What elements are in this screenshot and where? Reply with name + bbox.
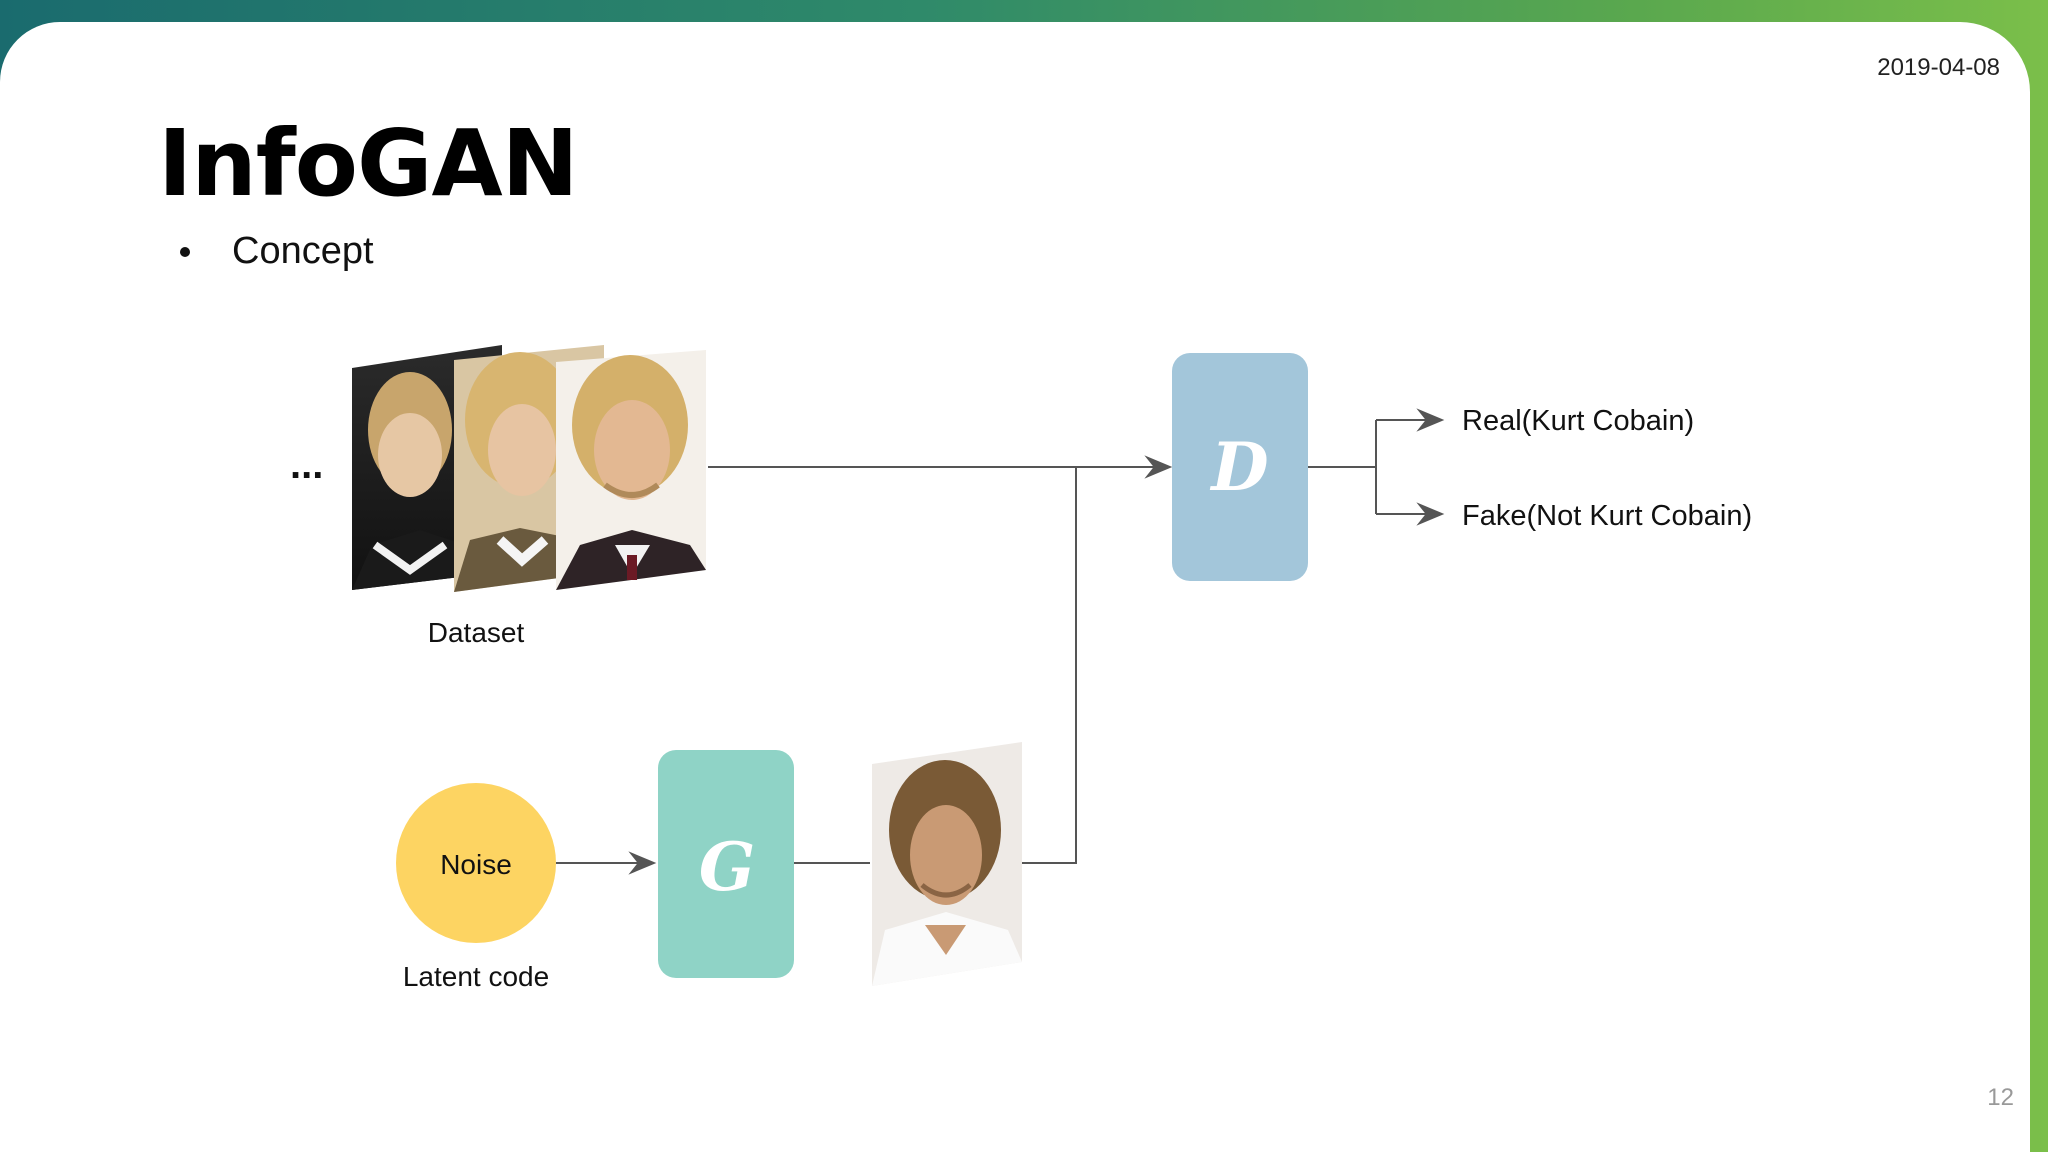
latent-code-label: Latent code: [403, 961, 549, 992]
dataset-label: Dataset: [428, 617, 525, 648]
noise-circle: [396, 783, 556, 943]
bullet-dot-icon: [180, 246, 190, 257]
noise-label: Noise: [440, 849, 512, 880]
slide-title: InfoGAN: [158, 110, 579, 217]
bullet-text: Concept: [232, 230, 374, 272]
generated-portrait-icon: [872, 742, 1022, 986]
discriminator-box: [1172, 353, 1308, 581]
generator-letter: G: [699, 828, 755, 906]
output-real-label: Real(Kurt Cobain): [1462, 405, 1694, 437]
page-number: 12: [1987, 1084, 2014, 1111]
slide: 2019-04-08 InfoGAN Concept 12: [0, 22, 2030, 1152]
output-fake-label: Fake(Not Kurt Cobain): [1462, 500, 1752, 532]
dataset-ellipsis: ...: [290, 443, 323, 487]
dataset-photo-3: [556, 350, 706, 590]
discriminator-letter: D: [1209, 428, 1268, 506]
generated-to-discriminator-line: [1022, 467, 1077, 864]
bullet-item: Concept: [180, 230, 374, 273]
dataset-photo-stack-icon: [352, 345, 706, 592]
slide-date: 2019-04-08: [1877, 54, 2000, 81]
generator-box: [658, 750, 794, 978]
